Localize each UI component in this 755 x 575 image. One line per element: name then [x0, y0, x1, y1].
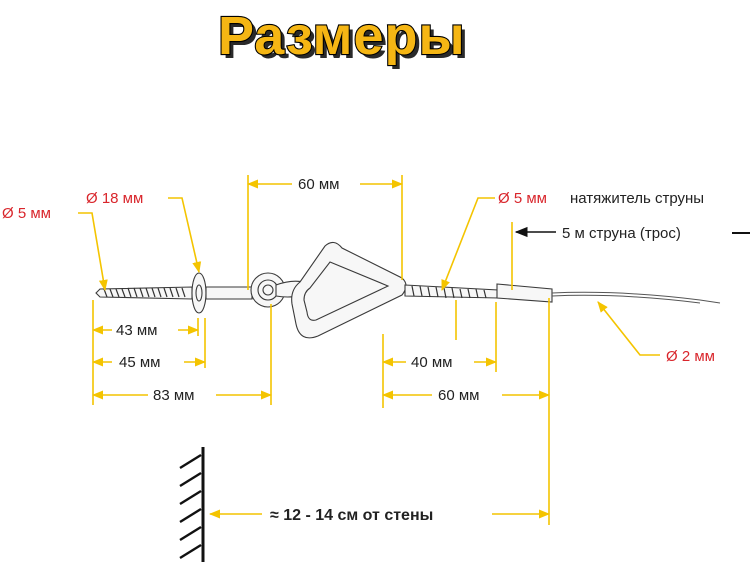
page-title-shadow: Размеры — [222, 10, 470, 70]
label-tensioner-diameter: Ø 5 мм — [498, 190, 547, 207]
hardware-illustration — [95, 241, 721, 339]
label-len-43: 43 мм — [116, 322, 157, 339]
washer-hole — [195, 284, 203, 302]
label-top-span: 60 мм — [298, 176, 339, 193]
label-len-60: 60 мм — [438, 387, 479, 404]
page-title-text: Размеры — [218, 6, 466, 66]
cable-shadow — [551, 294, 701, 304]
label-string: 5 м струна (трос) — [562, 225, 681, 242]
screw — [95, 286, 193, 300]
wall-hatch-icon — [179, 447, 205, 562]
label-washer-diameter: Ø 18 мм — [86, 190, 143, 207]
label-wall-distance: ≈ 12 - 14 см от стены — [270, 507, 433, 524]
label-len-45: 45 мм — [119, 354, 160, 371]
label-len-40: 40 мм — [411, 354, 452, 371]
cable — [551, 291, 721, 304]
dimension-lines — [78, 175, 660, 525]
label-len-83: 83 мм — [153, 387, 194, 404]
tensioner-rod — [404, 283, 553, 303]
label-bolt-diameter: Ø 5 мм — [2, 205, 51, 222]
page-title: Размеры Размеры — [217, 5, 470, 70]
label-cable-diameter: Ø 2 мм — [666, 348, 715, 365]
shank — [205, 286, 253, 300]
label-tensioner-text: натяжитель струны — [570, 190, 704, 207]
triangle-thimble — [291, 241, 407, 339]
